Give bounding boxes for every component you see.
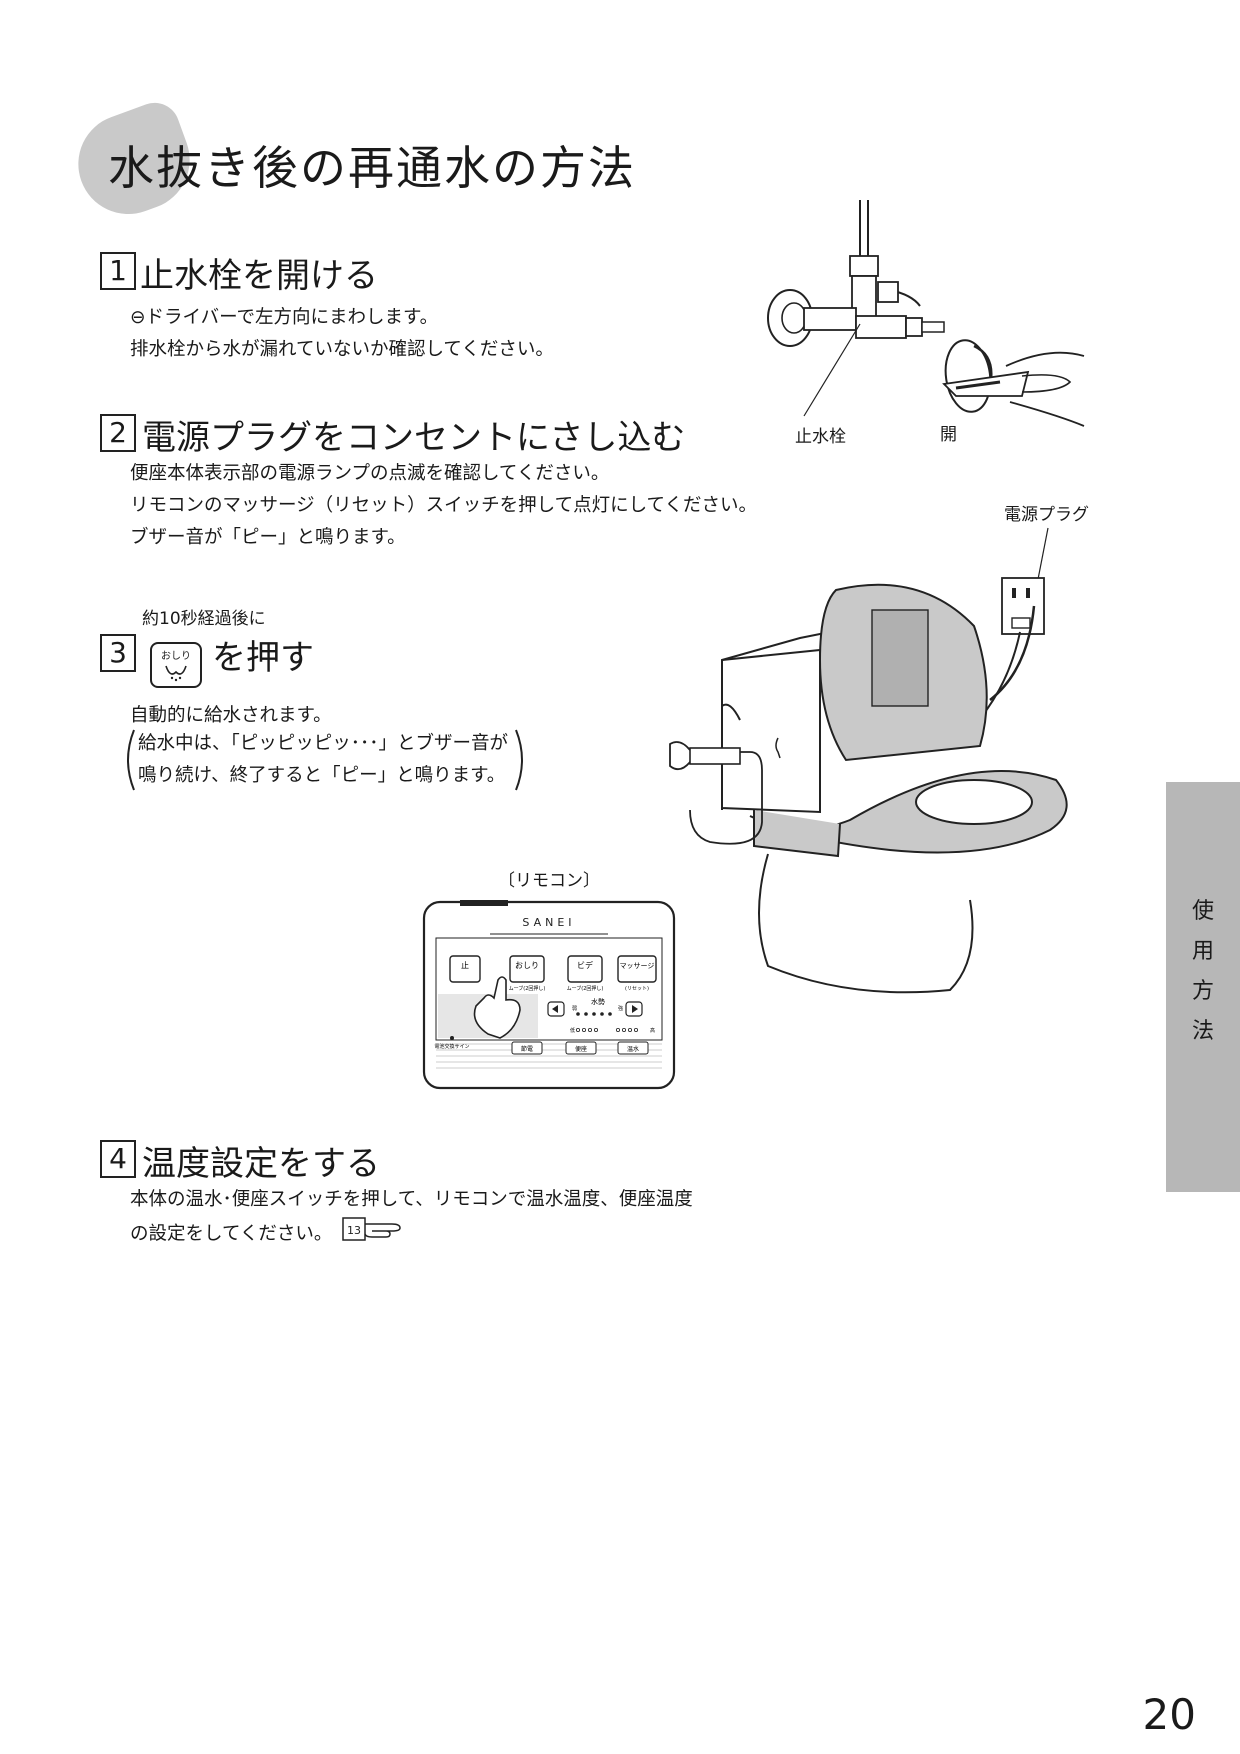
step-4-line-2: の設定をしてください。 13 — [130, 1216, 693, 1253]
step-2-number: 2 — [100, 414, 136, 452]
remote-high-label: 強 — [618, 1005, 623, 1012]
oshiri-button-icon: おしり — [150, 641, 202, 688]
remote-caption: 〔リモコン〕 — [498, 871, 600, 891]
remote-temp-high: 高 — [650, 1027, 655, 1034]
remote-btn-stop: 止 — [461, 960, 469, 970]
power-plug-label: 電源プラグ — [1004, 505, 1089, 525]
remote-btn-bidet: ビデ — [577, 960, 593, 970]
remote-btn-eco: 節電 — [521, 1045, 533, 1053]
remote-buttons: 止 おしり ビデ マッサージ ムーブ(2回押し) ムーブ(2回押し) (リセット… — [449, 955, 657, 992]
page-title: 水抜き後の再通水の方法 — [108, 141, 636, 195]
step-3-number: 3 — [100, 634, 136, 672]
valve-label: 止水栓 — [795, 427, 846, 447]
step-1-number: 1 — [100, 252, 136, 290]
remote-water-label: 水勢 — [591, 997, 605, 1006]
left-paren-icon — [127, 729, 135, 791]
step-2-title: 電源プラグをコンセントにさし込む — [142, 418, 686, 458]
remote-btn-oshiri: おしり — [515, 961, 539, 970]
remote-temp-low: 低 — [570, 1027, 575, 1034]
step-4-line: の設定をしてください。 — [130, 1223, 333, 1245]
step-1-line: 排水栓から水が漏れていないか確認してください。 — [130, 339, 554, 360]
remote-btn-water: 温水 — [627, 1045, 639, 1053]
step-3-line: 自動的に給水されます。 — [130, 705, 332, 726]
step-3-note-line: 鳴り続け、終了すると「ピー」と鳴ります。 — [138, 765, 506, 786]
side-tab-char: 法 — [1191, 1019, 1214, 1044]
remote-sub-label: (リセット) — [625, 986, 649, 992]
step-4-number: 4 — [100, 1140, 136, 1178]
remote-lamp-label: 電池交換サイン — [434, 1043, 469, 1050]
step-3-note-text: 給水中は、「ピッピッピッ･･･」とブザー音が 鳴り続け、終了すると「ピー」と鳴り… — [138, 728, 508, 792]
section-side-tab: 使 用 方 法 — [1166, 782, 1240, 1192]
side-tab-char: 使 — [1191, 899, 1214, 924]
page-reference-icon: 13 — [342, 1216, 404, 1253]
remote-btn-massage: マッサージ — [620, 962, 655, 970]
step-2-line: ブザー音が「ピー」と鳴ります。 — [130, 527, 406, 548]
step-1-title: 止水栓を開ける — [140, 256, 378, 296]
step-2-text: 便座本体表示部の電源ランプの点滅を確認してください。 リモコンのマッサージ（リセ… — [130, 458, 757, 554]
side-tab-char: 用 — [1191, 939, 1214, 964]
remote-brand: SANEI — [522, 916, 575, 929]
step-4-line: 本体の温水･便座スイッチを押して、リモコンで温水温度、便座温度 — [130, 1189, 693, 1210]
step-1-text: ⊖ドライバーで左方向にまわします。 排水栓から水が漏れていないか確認してください… — [130, 302, 554, 366]
step-3-title: おしり を押す — [140, 630, 314, 688]
page-reference-number: 13 — [347, 1224, 361, 1237]
svg-text:おしり: おしり — [161, 650, 191, 662]
step-2-line: 便座本体表示部の電源ランプの点滅を確認してください。 — [130, 463, 610, 484]
right-paren-icon — [515, 729, 523, 791]
remote-sub-label: ムーブ(2回押し) — [509, 985, 546, 992]
step-3-pretext: 約10秒経過後に — [142, 609, 266, 629]
step-4-text: 本体の温水･便座スイッチを押して、リモコンで温水温度、便座温度 の設定をしてくだ… — [130, 1184, 693, 1253]
remote-control-illustration: SANEI 止 おしり ビデ マッサージ ムーブ(2回押し) ムーブ(2回押し)… — [422, 900, 676, 1090]
remote-low-label: 弱 — [572, 1006, 577, 1012]
open-label: 開 — [940, 425, 957, 445]
step-3-note-line: 給水中は、「ピッピッピッ･･･」とブザー音が — [138, 733, 509, 754]
valve-illustration — [767, 200, 1085, 427]
step-2-line: リモコンのマッサージ（リセット）スイッチを押して点灯にしてください。 — [130, 495, 757, 516]
page-number: 20 — [1142, 1690, 1196, 1739]
step-4-title: 温度設定をする — [142, 1144, 380, 1184]
remote-btn-seat: 便座 — [575, 1045, 587, 1053]
side-tab-char: 方 — [1191, 979, 1214, 1004]
remote-sub-label: ムーブ(2回押し) — [567, 985, 604, 992]
step-3-title-suffix: を押す — [212, 638, 314, 678]
toilet-illustration — [669, 527, 1068, 994]
step-1-line: ⊖ドライバーで左方向にまわします。 — [130, 307, 439, 328]
